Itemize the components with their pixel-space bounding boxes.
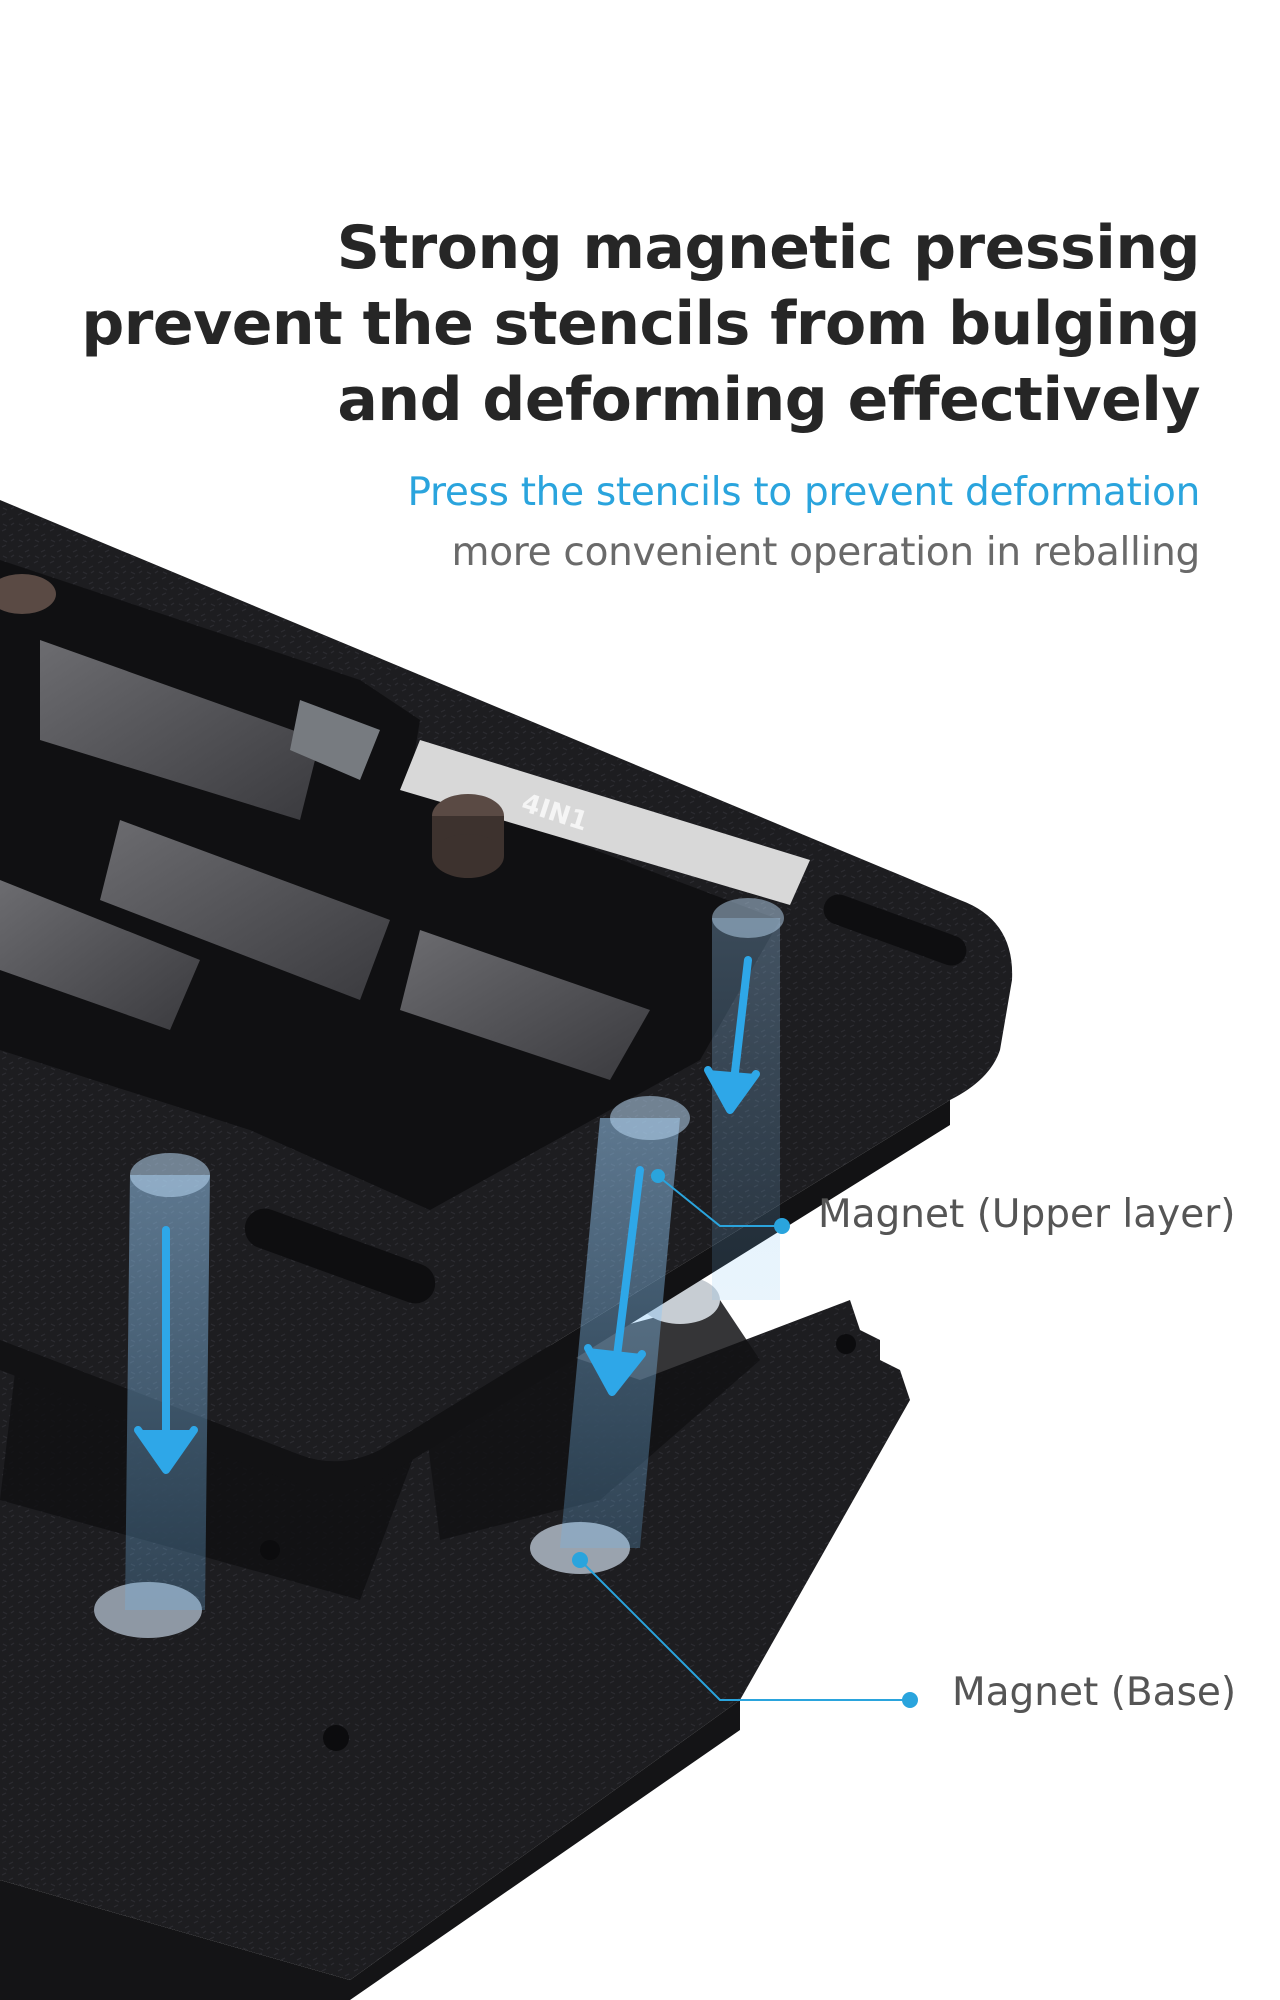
callout-upper-line — [651, 1169, 790, 1234]
pin-icon — [836, 1334, 856, 1354]
callout-base-label: Magnet (Base) — [952, 1670, 1237, 1715]
headline: Strong magnetic pressing prevent the ste… — [50, 210, 1200, 438]
upper-plate: 4IN1 — [0, 500, 1013, 1492]
callout-base-line — [572, 1552, 918, 1708]
subtitle-blue: Press the stencils to prevent deformatio… — [407, 470, 1200, 515]
headline-line-3: and deforming effectively — [337, 365, 1200, 435]
model-label-plate — [400, 740, 810, 905]
headline-line-2: prevent the stencils from bulging — [81, 289, 1200, 359]
callout-upper-label: Magnet (Upper layer) — [818, 1192, 1236, 1237]
headline-line-1: Strong magnetic pressing — [336, 213, 1201, 283]
subtitle-gray: more convenient operation in reballing — [451, 530, 1201, 575]
down-arrow-icon — [134, 956, 760, 1474]
